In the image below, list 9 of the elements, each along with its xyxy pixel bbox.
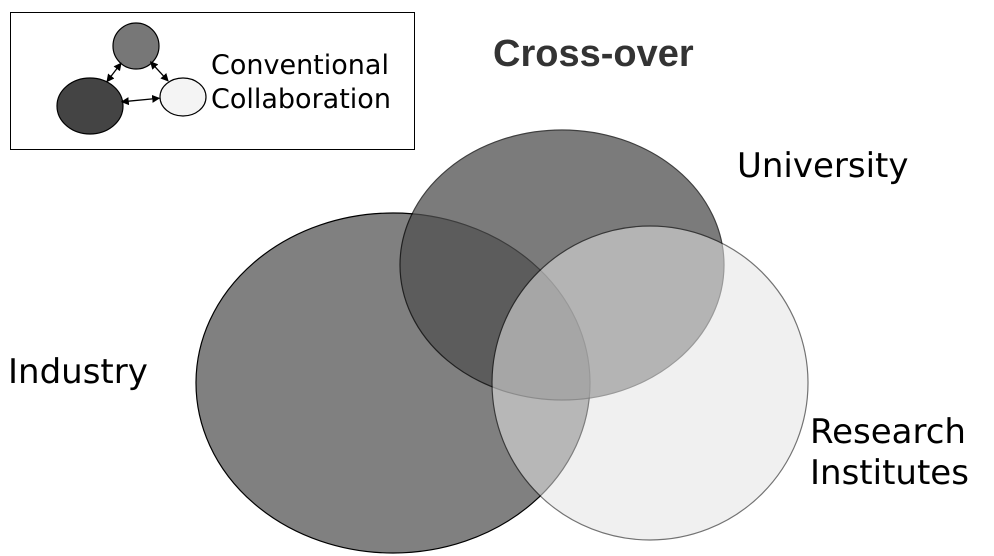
double-arrow [120,94,160,106]
circle-label: University [737,146,910,187]
title: Cross-over [493,32,694,77]
inset-panel [10,12,415,150]
double-arrow [106,62,122,82]
circle-label: Research Institutes [810,412,970,494]
circle-label: Industry [8,352,149,393]
panel-label: Conventional Collaboration [211,49,392,116]
double-arrow [150,61,169,82]
